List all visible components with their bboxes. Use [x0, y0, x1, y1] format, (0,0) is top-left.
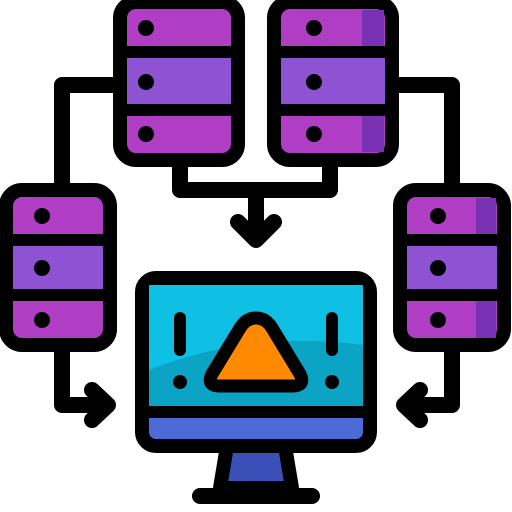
led-icon: [306, 126, 322, 142]
led-icon: [430, 208, 446, 224]
monitor: [135, 271, 377, 504]
screen-mark: [173, 375, 187, 389]
led-icon: [306, 74, 322, 90]
led-icon: [138, 126, 154, 142]
led-icon: [138, 20, 154, 36]
server-right: [393, 183, 511, 352]
left-arrow-icon: [54, 332, 116, 428]
screen-mark: [325, 375, 339, 389]
warning-triangle-icon: [203, 311, 309, 393]
server-top-left: [113, 0, 245, 167]
led-icon: [430, 260, 446, 276]
server-left: [0, 183, 117, 352]
led-icon: [306, 20, 322, 36]
right-arrow-icon: [396, 332, 460, 428]
led-icon: [138, 74, 154, 90]
led-icon: [430, 312, 446, 328]
server-top-right: [267, 0, 399, 167]
right-link-line: [382, 77, 460, 203]
led-icon: [34, 312, 50, 328]
left-link-line: [54, 77, 133, 203]
led-icon: [34, 260, 50, 276]
led-icon: [34, 208, 50, 224]
down-arrow-icon: [230, 182, 282, 248]
connection-arrows: [54, 77, 460, 428]
